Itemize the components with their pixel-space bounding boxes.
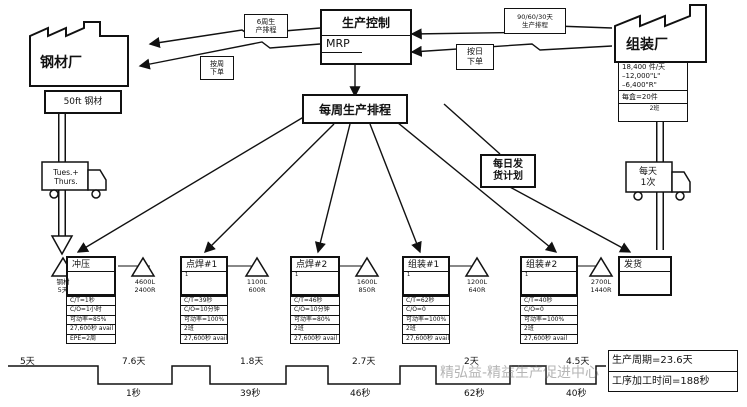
inventory-label: 1100L 600R	[246, 278, 268, 294]
timeline-days: 2.7天	[352, 357, 376, 367]
timeline-seconds: 40秒	[566, 389, 587, 399]
customer-demand-line: –6,400"R"	[619, 81, 687, 91]
supplier-factory-icon	[29, 21, 129, 87]
customer-truck-icon	[625, 161, 691, 201]
customer-demand-line: 18,400 件/天	[622, 63, 666, 71]
customer-demand-line: –12,000"L"	[622, 72, 661, 80]
timeline-ladder	[8, 365, 606, 385]
timeline-days: 7.6天	[122, 357, 146, 367]
inventory-label: 钢材 5天	[56, 278, 70, 294]
supplier-shipment-box: 50ft 钢材	[44, 90, 122, 114]
supplier-name: 钢材厂	[40, 55, 82, 71]
inventory-label: 1600L 850R	[356, 278, 378, 294]
data-box-weld-1: C/T=39秒 C/O=10分钟 可动率=100% 2班 27,600秒 ava…	[180, 296, 228, 344]
weekly-schedule-box: 每周生产排程	[302, 94, 408, 124]
supplier-truck-label: Tues.+ Thurs.	[53, 168, 79, 186]
process-weld-2: 点焊#2 1	[290, 256, 340, 296]
watermark-text: 精弘益-精益生产促进中心	[440, 365, 600, 381]
customer-name: 组装厂	[626, 37, 668, 53]
timeline-seconds: 46秒	[350, 389, 371, 399]
inventory-triangles	[50, 256, 614, 277]
production-control-title: 生产控制	[322, 11, 410, 36]
data-box-stamping: C/T=1秒 C/O=1小时 可动率=85% 27,600秒 avail EPE…	[66, 296, 116, 344]
data-box-assembly-2: C/T=40秒 C/O=0 可动率=100% 2班 27,600秒 avail	[520, 296, 578, 344]
customer-truck-label: 每天 1次	[638, 167, 657, 188]
timeline-seconds: 62秒	[464, 389, 485, 399]
customer-demand-box: 18,400 件/天 –12,000"L" –6,400"R" 每盒=20件 2…	[618, 62, 688, 122]
process-stamping: 冲压 200T	[66, 256, 116, 296]
inventory-label: 1200L 640R	[466, 278, 488, 294]
order-supplier-label: 按周 下单	[200, 56, 234, 80]
process-assembly-1: 组装#1 1	[402, 256, 450, 296]
data-box-assembly-1: C/T=62秒 C/O=0 可动率=100% 2班 27,600秒 avail	[402, 296, 450, 344]
data-box-weld-2: C/T=46秒 C/O=10分钟 可动率=80% 2班 27,600秒 avai…	[290, 296, 340, 344]
timeline-seconds: 39秒	[240, 389, 261, 399]
mrp-label: MRP	[322, 36, 362, 53]
supplier-shipment-label: 50ft 钢材	[63, 97, 103, 107]
timeline-days: 4.5天	[566, 357, 590, 367]
lead-time-label: 生产周期=23.6天	[609, 351, 737, 372]
process-assembly-2: 组装#2 1	[520, 256, 578, 296]
timeline-seconds: 1秒	[126, 389, 141, 399]
inventory-label: 4600L 2400R	[134, 278, 156, 294]
timeline-days: 1.8天	[240, 357, 264, 367]
daily-shipping-box: 每日发 货计划	[480, 154, 536, 188]
inventory-label: 2700L 1440R	[590, 278, 612, 294]
schedule-arrows	[76, 64, 632, 254]
timeline-days: 5天	[20, 357, 35, 367]
timeline-days: 2天	[464, 357, 479, 367]
lead-time-summary: 生产周期=23.6天 工序加工时间=188秒	[608, 350, 738, 392]
shipment-arrows	[50, 102, 672, 256]
customer-tray: 每盒=20件	[619, 91, 687, 104]
shipping-box: 发货 成品放置区	[618, 256, 672, 296]
process-time-label: 工序加工时间=188秒	[612, 376, 710, 387]
order-customer-label: 按日 下单	[456, 44, 494, 70]
customer-shift: 2班	[649, 105, 660, 112]
forecast-customer-label: 90/60/30天 生产排程	[504, 8, 566, 34]
process-weld-1: 点焊#1 1	[180, 256, 228, 296]
production-control-box: 生产控制 MRP	[320, 9, 412, 65]
forecast-supplier-label: 6周生 产排程	[244, 14, 288, 38]
supplier-truck-icon	[41, 161, 107, 199]
